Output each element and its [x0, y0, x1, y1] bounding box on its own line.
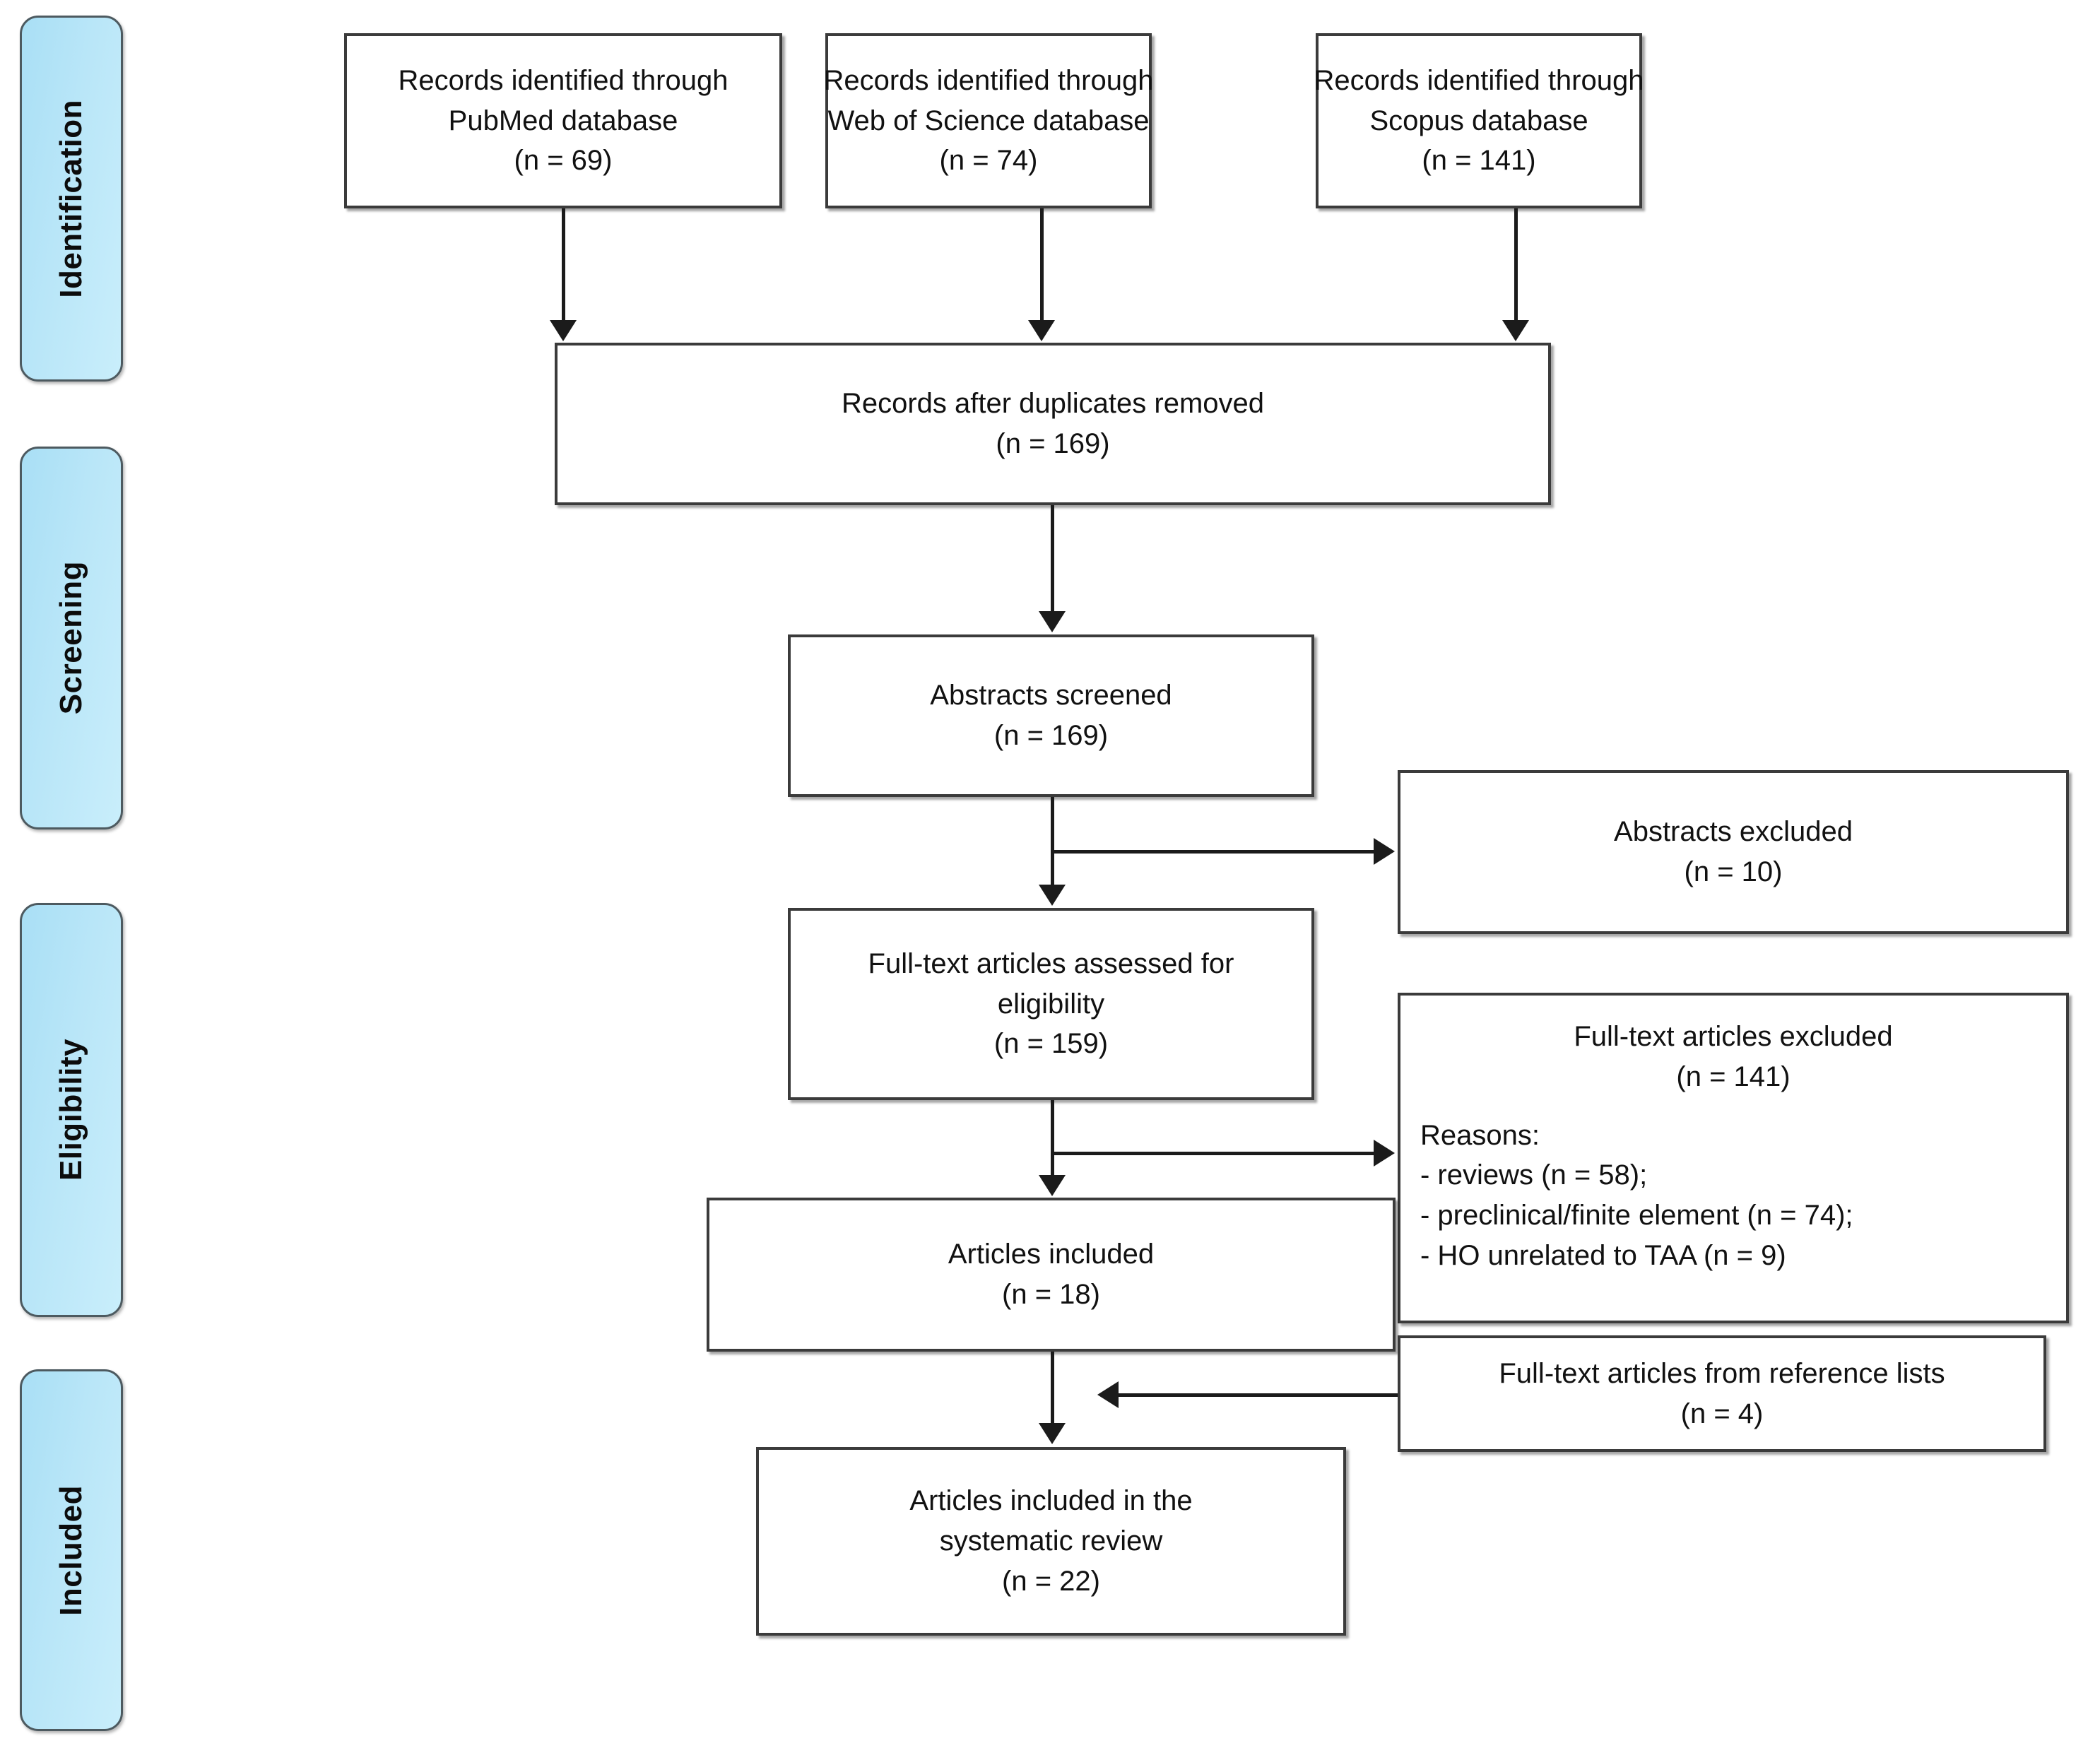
connector-screened-to-fulltext — [1051, 797, 1054, 887]
arrowhead-pubmed-to-duplicates — [550, 320, 577, 341]
box-articles-included-systematic-review: Articles included in the systematic revi… — [756, 1447, 1346, 1636]
box-records-scopus-line1: Records identified through — [1314, 64, 1644, 96]
box-articles-included-count: (n = 18) — [1002, 1279, 1100, 1310]
phase-bar-included: Included — [20, 1369, 123, 1731]
box-articles-included-line1: Articles included — [948, 1239, 1155, 1270]
box-final-count: (n = 22) — [1002, 1565, 1100, 1597]
connector-scopus-to-duplicates — [1514, 208, 1518, 321]
phase-label-included: Included — [54, 1484, 88, 1616]
arrowhead-screened-to-abstracts-excluded — [1374, 838, 1395, 865]
box-duplicates-line1: Records after duplicates removed — [841, 388, 1265, 420]
connector-pubmed-to-duplicates — [562, 208, 565, 321]
box-duplicates-count: (n = 169) — [996, 428, 1110, 459]
arrowhead-wos-to-duplicates — [1028, 320, 1055, 341]
box-reference-lists-line1: Full-text articles from reference lists — [1499, 1357, 1945, 1389]
fulltext-excluded-reason-3: - HO unrelated to TAA (n = 9) — [1420, 1239, 1786, 1271]
box-fulltext-excluded: Full-text articles excluded (n = 141) Re… — [1398, 993, 2069, 1323]
fulltext-excluded-reason-1: - reviews (n = 58); — [1420, 1159, 1648, 1191]
box-abstracts-screened: Abstracts screened (n = 169) — [788, 634, 1314, 797]
box-fulltext-assessed-line2: eligibility — [997, 988, 1105, 1020]
arrowhead-reference-lists-to-stem — [1097, 1381, 1119, 1408]
box-reference-lists-count: (n = 4) — [1680, 1398, 1764, 1429]
connector-screened-to-abstracts-excluded — [1052, 850, 1374, 854]
box-records-pubmed-count: (n = 69) — [514, 145, 613, 177]
connector-fulltext-to-articles-included — [1051, 1100, 1054, 1178]
phase-label-eligibility: Eligibility — [54, 1039, 88, 1181]
arrowhead-fulltext-to-fulltext-excluded — [1374, 1140, 1395, 1167]
connector-articles-included-to-final — [1051, 1352, 1054, 1426]
box-final-line2: systematic review — [939, 1525, 1163, 1557]
box-records-pubmed-line1: Records identified through — [398, 64, 728, 96]
box-records-wos-line2: Web of Science database — [827, 105, 1150, 136]
phase-bar-eligibility: Eligibility — [20, 903, 123, 1317]
box-reference-lists: Full-text articles from reference lists … — [1398, 1335, 2046, 1452]
box-final-line1: Articles included in the — [909, 1485, 1193, 1517]
box-records-scopus: Records identified through Scopus databa… — [1314, 33, 1644, 208]
phase-label-screening: Screening — [54, 561, 88, 715]
box-fulltext-assessed-count: (n = 159) — [993, 1028, 1109, 1060]
phase-bar-identification: Identification — [20, 16, 123, 382]
fulltext-excluded-reason-2: - preclinical/finite element (n = 74); — [1420, 1200, 1853, 1232]
arrowhead-scopus-to-duplicates — [1502, 320, 1529, 341]
box-records-pubmed-line2: PubMed database — [448, 105, 678, 136]
connector-duplicates-to-screened — [1051, 505, 1054, 613]
box-records-pubmed: Records identified through PubMed databa… — [344, 33, 782, 208]
box-records-scopus-line2: Scopus database — [1369, 105, 1588, 136]
box-abstracts-excluded: Abstracts excluded (n = 10) — [1398, 770, 2069, 934]
arrowhead-fulltext-to-articles-included — [1039, 1175, 1066, 1196]
box-fulltext-assessed-line1: Full-text articles assessed for — [868, 947, 1234, 979]
box-abstracts-screened-line1: Abstracts screened — [930, 680, 1172, 711]
connector-wos-to-duplicates — [1040, 208, 1044, 321]
connector-reference-lists-to-stem — [1119, 1393, 1398, 1397]
fulltext-excluded-reasons-label: Reasons: — [1420, 1119, 1540, 1151]
fulltext-excluded-content: Full-text articles excluded (n = 141) Re… — [1420, 1017, 2046, 1276]
arrowhead-screened-to-fulltext — [1039, 885, 1066, 906]
box-abstracts-excluded-line1: Abstracts excluded — [1614, 816, 1853, 848]
box-records-wos-line1: Records identified through — [823, 64, 1154, 96]
box-records-web-of-science: Records identified through Web of Scienc… — [823, 33, 1154, 208]
box-articles-included: Articles included (n = 18) — [707, 1198, 1396, 1352]
phase-label-identification: Identification — [54, 99, 88, 298]
connector-fulltext-to-fulltext-excluded — [1052, 1152, 1374, 1155]
arrowhead-articles-included-to-final — [1039, 1423, 1066, 1444]
box-fulltext-excluded-line1: Full-text articles excluded — [1574, 1021, 1893, 1052]
box-records-scopus-count: (n = 141) — [1422, 145, 1536, 177]
box-abstracts-screened-count: (n = 169) — [993, 720, 1109, 751]
box-fulltext-assessed: Full-text articles assessed for eligibil… — [788, 908, 1314, 1100]
box-records-after-duplicates: Records after duplicates removed (n = 16… — [555, 343, 1551, 505]
box-abstracts-excluded-count: (n = 10) — [1684, 856, 1783, 887]
phase-bar-screening: Screening — [20, 447, 123, 829]
box-fulltext-excluded-count: (n = 141) — [1676, 1061, 1791, 1092]
box-records-wos-count: (n = 74) — [939, 145, 1038, 177]
arrowhead-duplicates-to-screened — [1039, 611, 1066, 632]
